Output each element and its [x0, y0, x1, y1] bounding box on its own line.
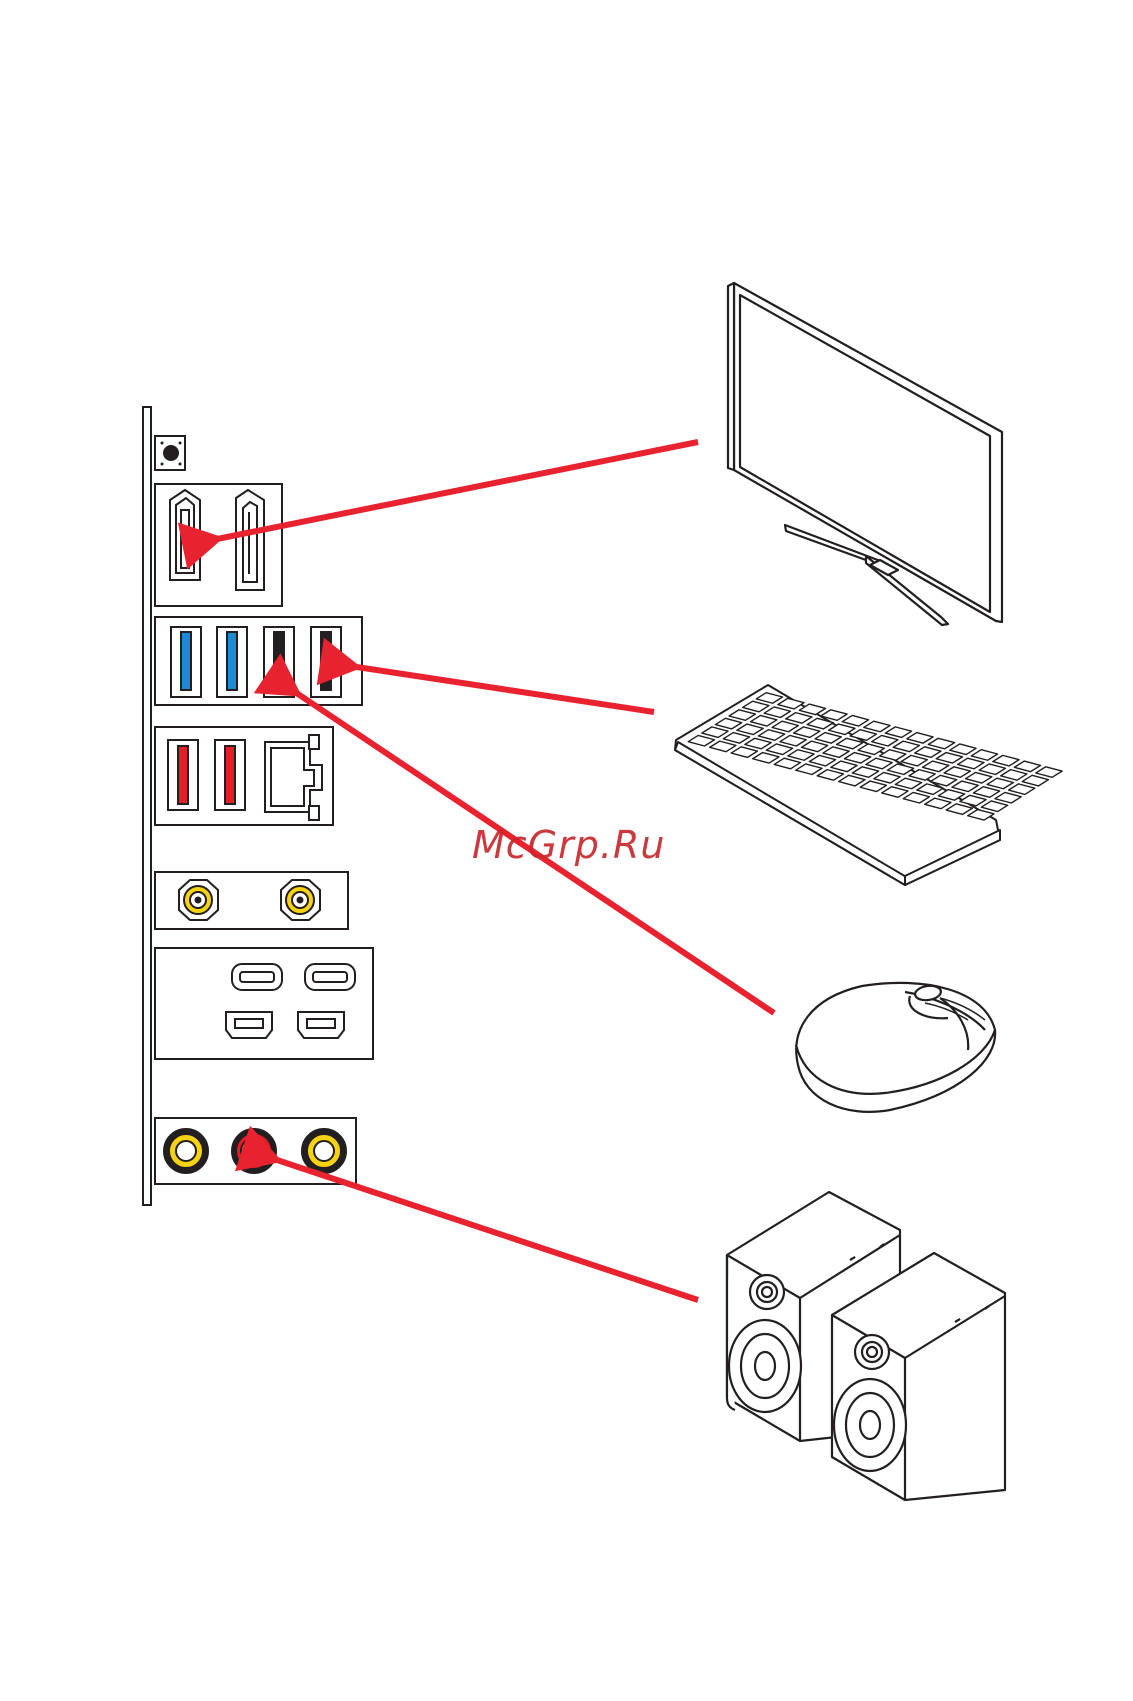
keyboard-key	[1001, 770, 1027, 781]
hdmi-port	[170, 490, 200, 580]
antenna-connector-1	[179, 880, 218, 920]
arrow-keyboard-to-usb	[350, 666, 654, 712]
keyboard-key	[1009, 784, 1035, 795]
audio-jack-red	[232, 1129, 276, 1173]
clear-cmos-button	[155, 436, 185, 470]
keyboard-key	[893, 741, 919, 752]
keyboard-key	[901, 755, 927, 766]
arrow-speakers-to-audio	[271, 1158, 698, 1300]
keyboard-key	[971, 750, 997, 761]
keyboard-key	[958, 758, 984, 769]
usb-c-port-2	[305, 964, 355, 990]
keyboard-key	[950, 744, 976, 755]
keyboard-key	[864, 721, 890, 732]
monitor-icon	[728, 283, 1002, 625]
keyboard-key	[1036, 767, 1062, 778]
mini-dp-port-1	[226, 1012, 272, 1038]
keyboard-key	[979, 764, 1005, 775]
keyboard-key	[952, 781, 978, 792]
video-ports-block	[155, 484, 282, 606]
keyboard-key	[907, 733, 933, 744]
usb-lan-block	[155, 727, 333, 825]
usb-red-port-2	[215, 740, 245, 810]
lan-port	[265, 735, 322, 820]
keyboard-icon	[675, 685, 1062, 885]
usb-c-port-1	[232, 964, 282, 990]
speakers-icon	[727, 1192, 1005, 1500]
keyboard-key	[987, 778, 1013, 789]
keyboard-key	[1014, 761, 1040, 772]
keyboard-key	[995, 792, 1021, 803]
displayport-port	[236, 490, 264, 590]
usb-blue-port-1	[171, 627, 201, 697]
keyboard-key	[872, 735, 898, 746]
mini-displayport-block	[155, 948, 373, 1059]
usb-black-port-2	[311, 627, 341, 697]
watermark-text: McGrp.Ru	[472, 823, 702, 867]
keyboard-key	[973, 787, 999, 798]
panel-bracket	[143, 407, 151, 1205]
mini-dp-port-2	[298, 1012, 344, 1038]
arrow-monitor-to-hdmi	[212, 442, 698, 540]
audio-jack-right	[302, 1129, 346, 1173]
antenna-block	[155, 872, 348, 929]
keyboard-key	[993, 755, 1019, 766]
keyboard-key	[966, 772, 992, 783]
keyboard-key	[885, 727, 911, 738]
antenna-connector-2	[281, 880, 320, 920]
keyboard-key	[923, 761, 949, 772]
usb-blue-port-2	[217, 627, 247, 697]
keyboard-key	[842, 715, 868, 726]
usb-black-port-1	[264, 627, 294, 697]
usb-block-top	[155, 617, 362, 705]
keyboard-key	[1022, 775, 1048, 786]
keyboard-key	[981, 801, 1007, 812]
io-back-panel	[143, 407, 373, 1205]
keyboard-key	[944, 767, 970, 778]
keyboard-key	[928, 738, 954, 749]
keyboard-key	[915, 747, 941, 758]
keyboard-key	[936, 753, 962, 764]
mouse-icon	[796, 983, 995, 1112]
usb-red-port-1	[168, 740, 198, 810]
audio-jack-left	[164, 1129, 208, 1173]
